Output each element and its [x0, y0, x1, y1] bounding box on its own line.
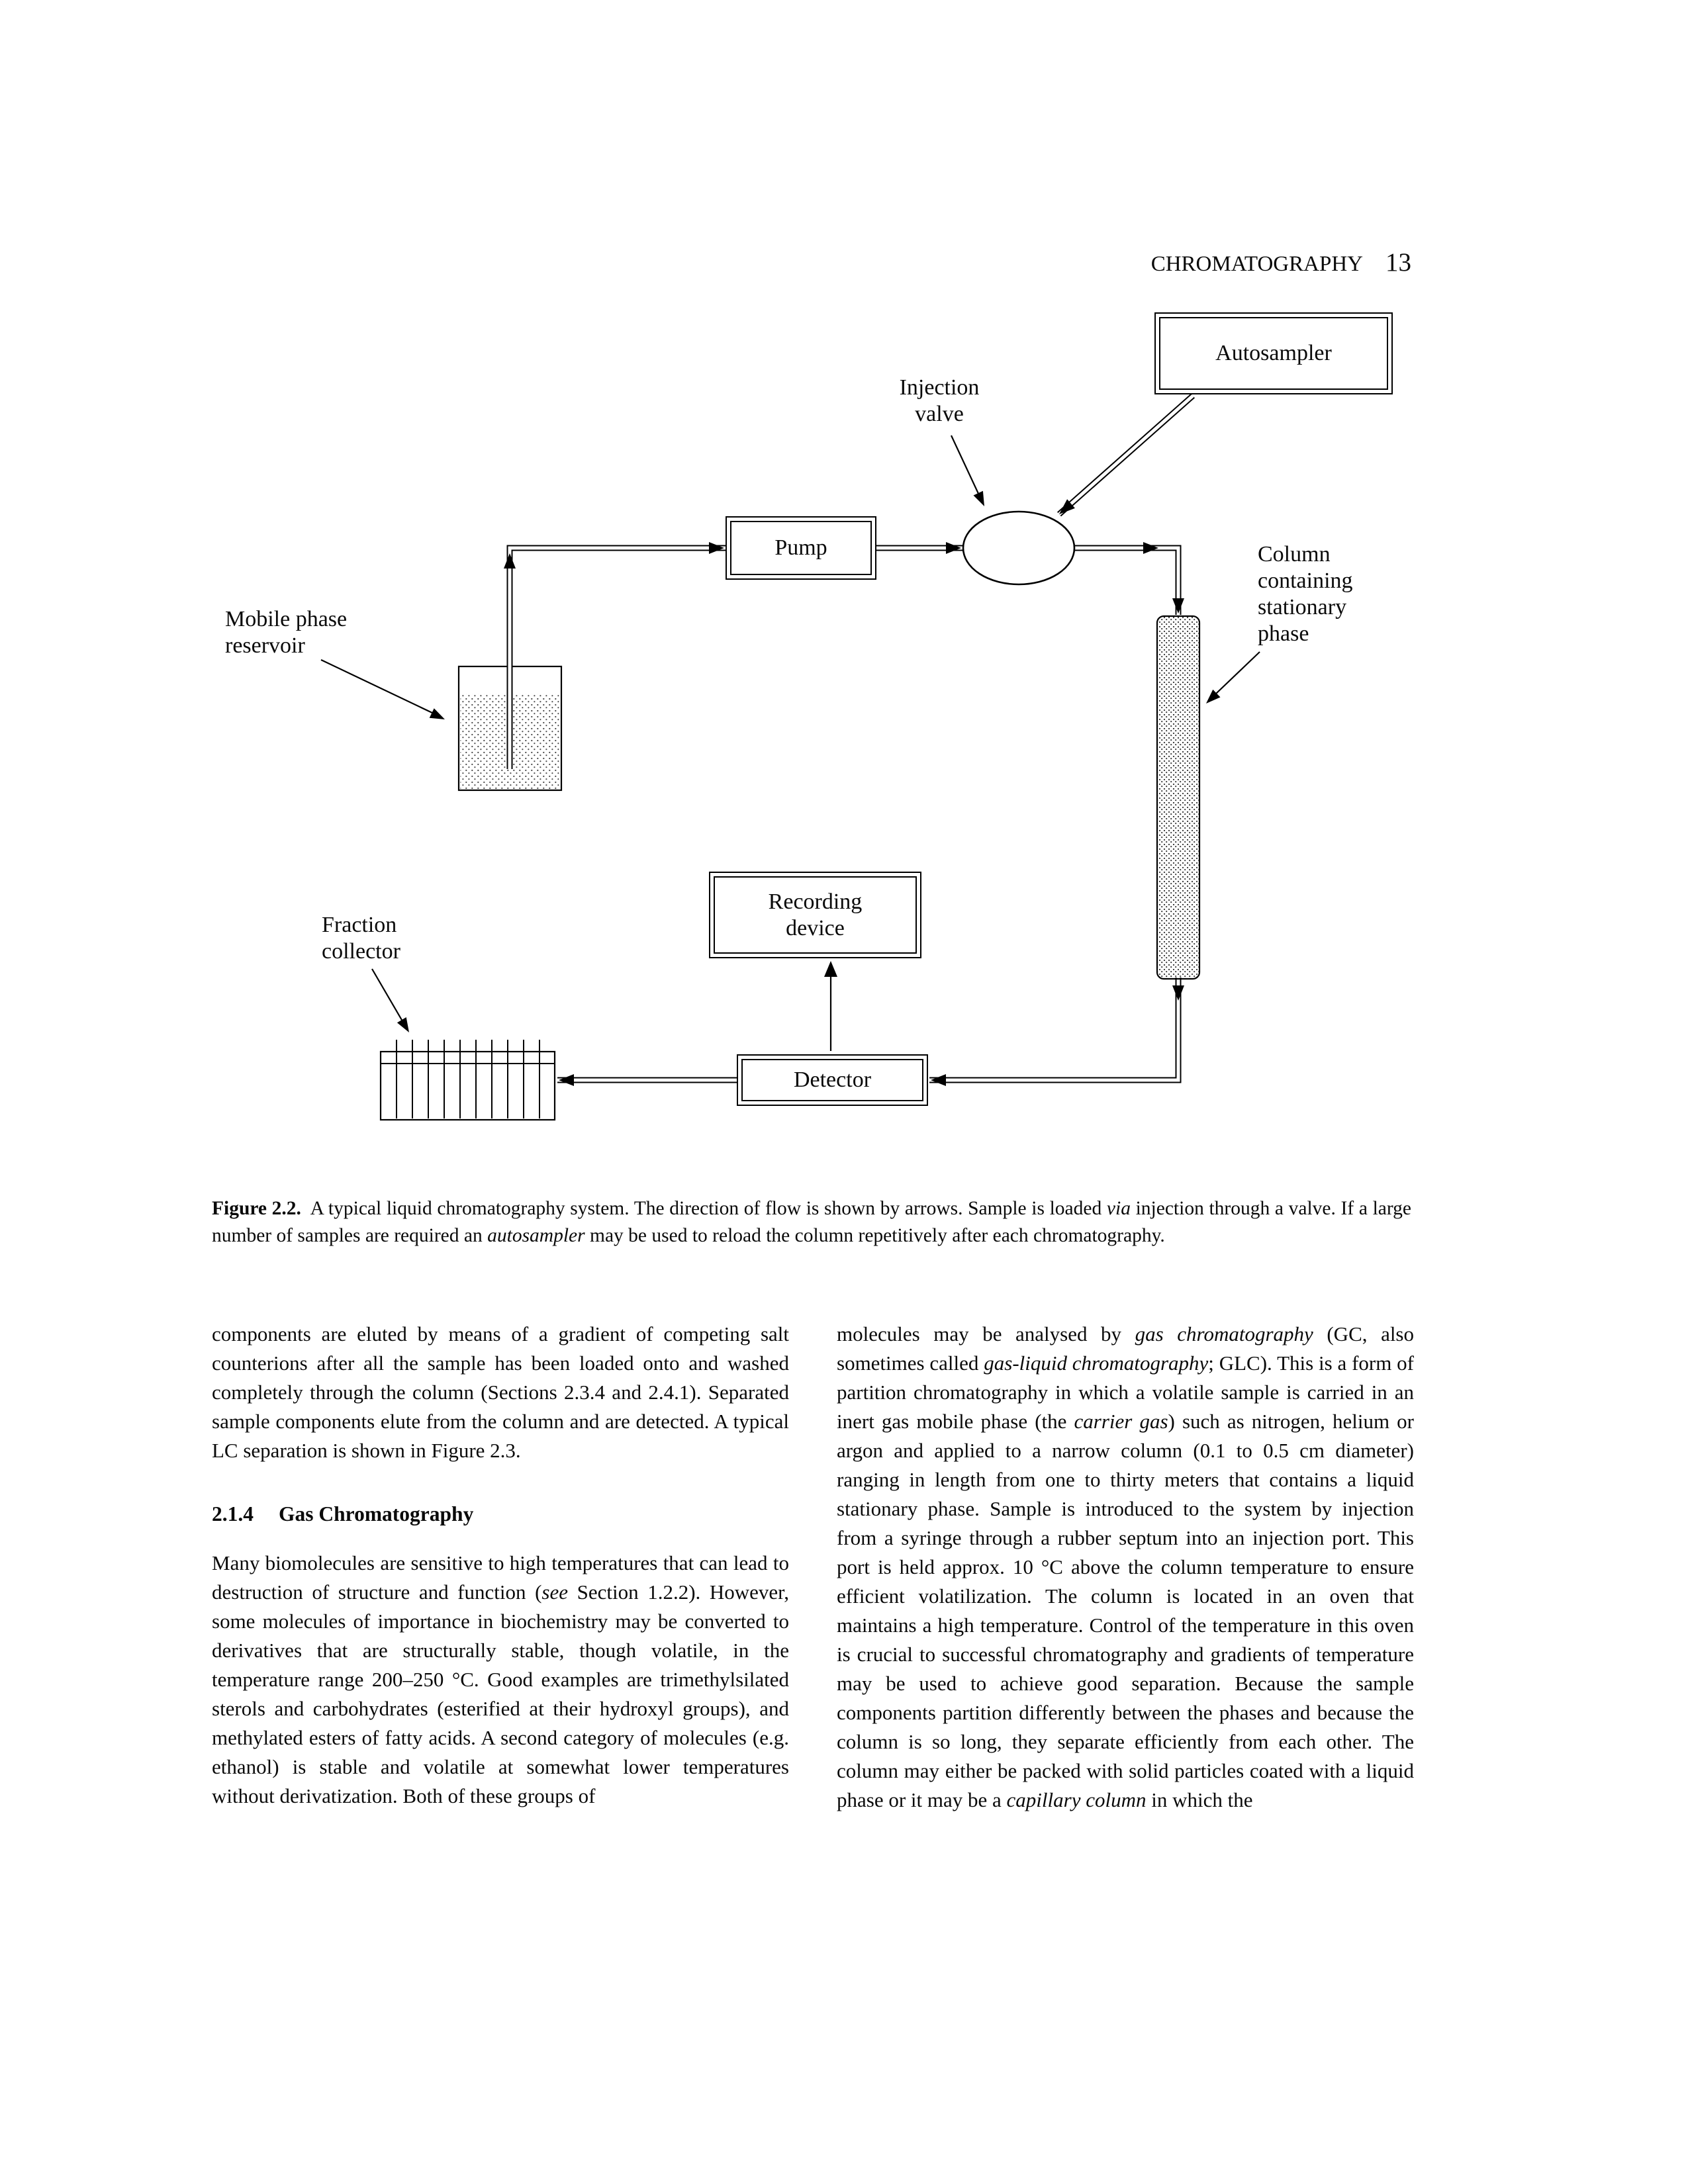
fraction-collector-label: Fraction collector — [322, 912, 447, 965]
running-head-title: CHROMATOGRAPHY — [1150, 252, 1363, 276]
injection-valve-label-line1: Injection — [899, 375, 980, 400]
column-label-line2: containing — [1258, 569, 1353, 593]
flow-line-valve-to-column — [1074, 545, 1182, 615]
pump-box: Pump — [726, 516, 876, 580]
fraction-collector-label-line1: Fraction — [322, 913, 397, 937]
right-paragraph-1: molecules may be analysed by gas chromat… — [837, 1322, 1414, 1811]
arrow-toward-column — [1143, 542, 1158, 554]
arrow-into-collector — [559, 1074, 574, 1086]
detector-to-recorder-arrowhead — [824, 961, 837, 977]
injection-valve-ellipse — [962, 510, 1076, 586]
injection-valve-label-line2: valve — [915, 402, 964, 426]
label-arrows — [320, 435, 1260, 1051]
arrow-into-column — [1172, 598, 1184, 614]
column-label-arrowhead — [1206, 689, 1221, 704]
mobile-phase-label-line2: reservoir — [225, 633, 305, 658]
recording-device-box: Recording device — [709, 872, 921, 958]
mobile-phase-label: Mobile phase reservoir — [225, 606, 404, 659]
fraction-collector-label-line2: collector — [322, 939, 400, 964]
column-label-line1: Column — [1258, 542, 1331, 567]
mobile-phase-label-arrowhead — [429, 708, 445, 719]
section-heading-number: 2.1.4 — [212, 1502, 254, 1525]
mobile-phase-label-line1: Mobile phase — [225, 607, 348, 631]
flow-arrowheads — [504, 499, 1184, 1086]
running-head: CHROMATOGRAPHY 13 — [1151, 248, 1411, 277]
fraction-label-arrowhead — [397, 1017, 409, 1032]
arrow-into-detector — [931, 1074, 946, 1086]
arrow-into-valve — [946, 542, 961, 554]
autosampler-box: Autosampler — [1154, 312, 1393, 394]
page-number: 13 — [1385, 248, 1411, 277]
arrow-autosampler-to-valve — [1059, 499, 1075, 514]
autosampler-label: Autosampler — [1215, 341, 1332, 365]
section-heading-gas-chromatography: 2.1.4 Gas Chromatography — [212, 1500, 789, 1529]
fraction-label-arrow — [371, 968, 403, 1022]
column-label: Column containing stationary phase — [1258, 541, 1410, 647]
column-label-line3: stationary — [1258, 595, 1347, 619]
body-left-column: components are eluted by means of a grad… — [212, 1320, 789, 1811]
recording-device-label-line2: device — [786, 915, 845, 940]
injection-valve-label-arrow — [951, 435, 980, 496]
figure-caption: Figure 2.2. A typical liquid chromatogra… — [212, 1198, 1411, 1246]
section-heading-title: Gas Chromatography — [279, 1502, 474, 1525]
left-paragraph-1: components are eluted by means of a grad… — [212, 1322, 789, 1462]
arrow-into-pump — [709, 542, 724, 554]
column-label-arrow — [1215, 651, 1260, 695]
detector-label: Detector — [793, 1068, 872, 1092]
injection-valve-label-arrowhead — [973, 490, 984, 506]
injection-valve-label: Injection valve — [873, 375, 1006, 428]
column-label-line4: phase — [1258, 621, 1309, 646]
pump-label: Pump — [774, 535, 827, 560]
left-paragraph-2: Many biomolecules are sensitive to high … — [212, 1551, 789, 1807]
flow-line-column-to-detector — [929, 978, 1182, 1083]
body-right-column: molecules may be analysed by gas chromat… — [837, 1320, 1414, 1815]
column-rect — [1156, 615, 1201, 980]
arrow-up-reservoir — [504, 553, 516, 569]
fraction-collector-rack — [379, 1040, 556, 1121]
arrow-down-from-column — [1172, 985, 1184, 1001]
recording-device-label-line1: Recording — [768, 889, 863, 914]
mobile-phase-label-arrow — [320, 659, 434, 714]
detector-box: Detector — [737, 1054, 928, 1106]
